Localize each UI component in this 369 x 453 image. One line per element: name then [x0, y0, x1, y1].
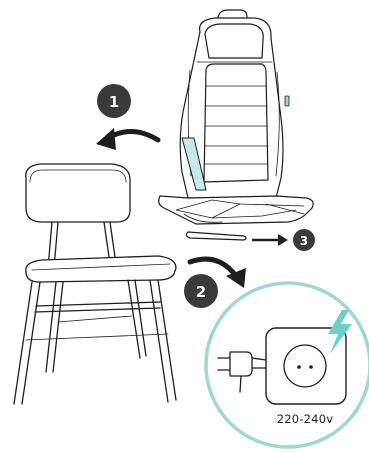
arrow-to-remote: [252, 234, 288, 246]
step-2-number: 2: [196, 283, 206, 301]
wall-socket: [266, 328, 346, 404]
arrow-remove-cushion: [96, 128, 158, 150]
step-1-badge: 1: [97, 84, 131, 118]
step-3-badge: 3: [293, 229, 315, 251]
voltage-label: 220-240v: [277, 412, 333, 426]
step-2-badge: 2: [184, 274, 218, 308]
step-1-number: 1: [109, 93, 119, 111]
step-3-number: 3: [300, 234, 308, 248]
outlet-callout: 220-240v: [206, 283, 369, 447]
chair: [14, 164, 176, 404]
massage-cushion: [159, 10, 313, 240]
